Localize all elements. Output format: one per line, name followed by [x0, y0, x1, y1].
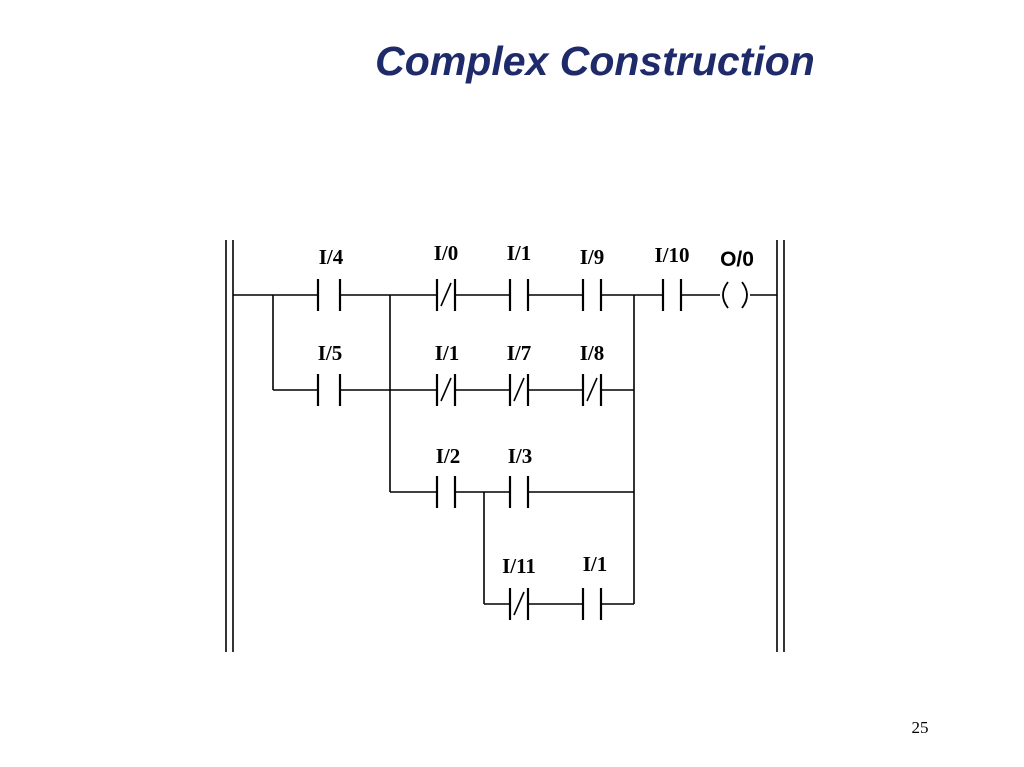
contact-r1c1: I/4: [316, 245, 344, 311]
contact-label: I/11: [502, 554, 536, 578]
right-power-rail: [776, 240, 785, 652]
contact-r1c5: I/10: [654, 243, 690, 311]
contact-label: I/0: [434, 241, 459, 265]
contact-r1c3: I/1: [507, 241, 532, 311]
contact-label: I/10: [654, 243, 689, 267]
contact-label: I/2: [436, 444, 461, 468]
output-label: O/0: [720, 248, 754, 271]
contact-r1c4: I/9: [580, 245, 605, 311]
contact-r2c1: I/5: [316, 341, 343, 406]
contact-label: I/1: [583, 552, 608, 576]
contact-r3c2: I/3: [508, 444, 533, 508]
contact-label: I/7: [507, 341, 532, 365]
contact-label: I/1: [435, 341, 460, 365]
rung-2-wires: [272, 295, 634, 391]
contact-label: I/3: [508, 444, 533, 468]
contact-r1c2: I/0: [434, 241, 459, 311]
contact-r4c2: I/1: [581, 552, 608, 620]
contact-r3c1: I/2: [436, 444, 461, 508]
contact-label: I/8: [580, 341, 605, 365]
contact-r2c4: I/8: [580, 341, 605, 406]
contact-r2c3: I/7: [507, 341, 532, 406]
output-coil: O/0: [720, 248, 754, 309]
contact-r2c2: I/1: [435, 341, 460, 406]
left-power-rail: [225, 240, 234, 652]
contact-label: I/1: [507, 241, 532, 265]
branch-wires: [389, 295, 635, 605]
contact-label: I/5: [318, 341, 343, 365]
contact-label: I/4: [319, 245, 344, 269]
page-number: 25: [911, 718, 929, 737]
contact-r4c1: I/11: [502, 554, 536, 620]
slide-title: Complex Construction: [375, 38, 815, 84]
contact-label: I/9: [580, 245, 605, 269]
